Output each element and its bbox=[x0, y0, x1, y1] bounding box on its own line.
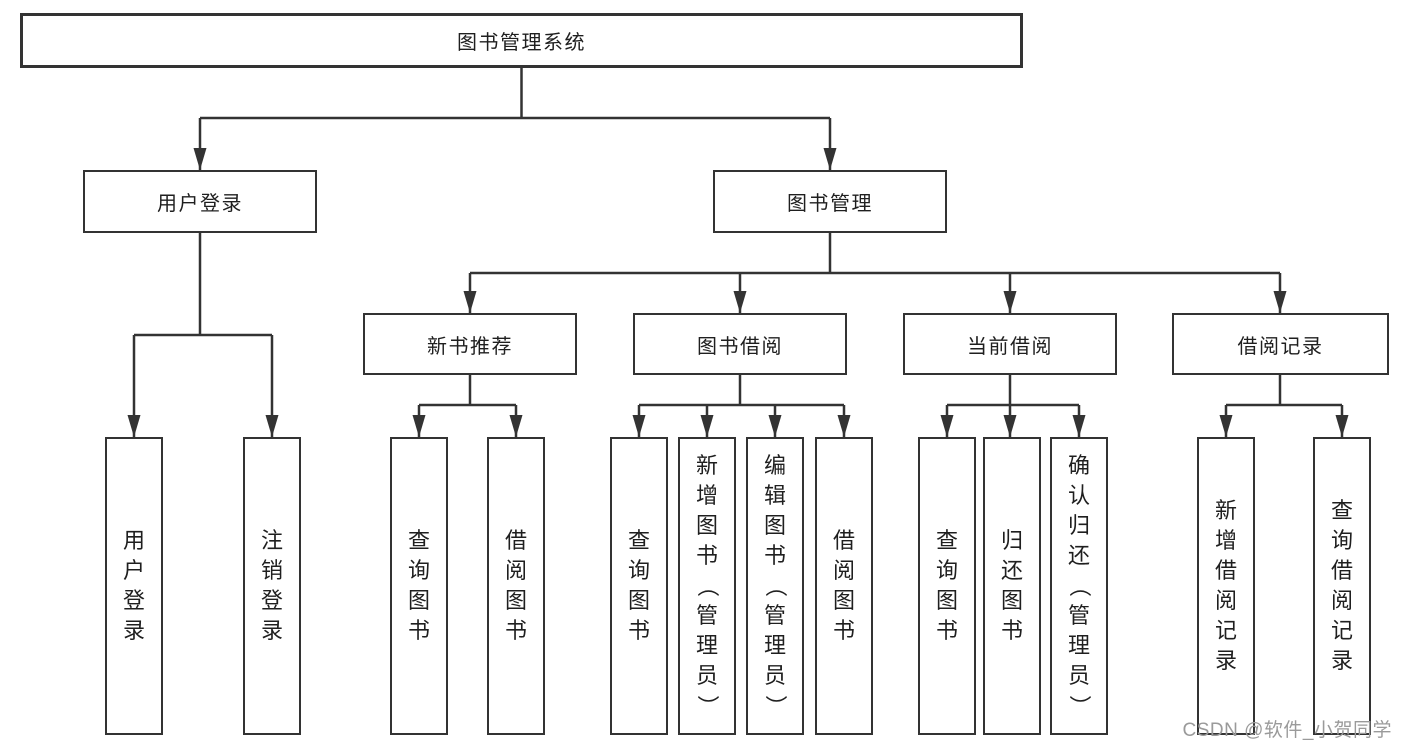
node-label: 新书推荐 bbox=[427, 335, 513, 358]
node-label: 借阅记录 bbox=[1237, 335, 1324, 358]
leaf-records-query-record: 查询借阅记录 bbox=[1313, 437, 1371, 735]
connector-currentborrow-to-leaves bbox=[940, 375, 1086, 437]
node-label: 新增图书（管理员） bbox=[695, 453, 720, 717]
node-label: 确认归还（管理员） bbox=[1067, 453, 1092, 717]
node-user-login: 用户登录 bbox=[83, 170, 317, 233]
watermark: CSDN @软件_小贺同学 bbox=[1182, 720, 1392, 741]
leaf-borrow-edit-books-admin: 编辑图书（管理员） bbox=[746, 437, 804, 735]
connector-bookborrow-to-leaves bbox=[632, 375, 851, 437]
leaf-borrow-add-books-admin: 新增图书（管理员） bbox=[678, 437, 736, 735]
leaf-newbook-query-books: 查询图书 bbox=[390, 437, 448, 735]
leaf-records-add-record: 新增借阅记录 bbox=[1197, 437, 1255, 735]
node-label: 查询借阅记录 bbox=[1330, 498, 1353, 673]
node-label: 图书管理 bbox=[787, 193, 873, 215]
node-label: 查询图书 bbox=[627, 528, 650, 643]
node-label: 用户登录 bbox=[122, 528, 145, 643]
leaf-borrow-query-books: 查询图书 bbox=[610, 437, 668, 735]
leaf-user-login: 用户登录 bbox=[105, 437, 163, 735]
leaf-borrow-borrow-books: 借阅图书 bbox=[815, 437, 873, 735]
node-book-borrowing: 图书借阅 bbox=[633, 313, 847, 375]
node-new-book-recommendation: 新书推荐 bbox=[363, 313, 577, 375]
node-label: 图书借阅 bbox=[697, 335, 783, 358]
node-label: 图书管理系统 bbox=[457, 32, 586, 54]
node-label: 归还图书 bbox=[1000, 528, 1023, 643]
leaf-current-confirm-return-admin: 确认归还（管理员） bbox=[1050, 437, 1108, 735]
node-label: 借阅图书 bbox=[504, 528, 527, 643]
connector-records-to-leaves bbox=[1219, 375, 1349, 437]
node-label: 注销登录 bbox=[260, 528, 283, 643]
node-borrowing-records: 借阅记录 bbox=[1172, 313, 1389, 375]
node-label: 借阅图书 bbox=[832, 528, 855, 643]
node-label: 用户登录 bbox=[157, 193, 243, 215]
connector-newbook-to-leaves bbox=[412, 375, 523, 437]
node-label: 新增借阅记录 bbox=[1214, 498, 1237, 673]
connector-root-to-level2 bbox=[193, 68, 837, 170]
leaf-current-query-books: 查询图书 bbox=[918, 437, 976, 735]
node-label: 查询图书 bbox=[407, 528, 430, 643]
node-label: 当前借阅 bbox=[967, 335, 1053, 358]
connector-bookmgmt-to-level3 bbox=[463, 233, 1287, 313]
leaf-current-return-books: 归还图书 bbox=[983, 437, 1041, 735]
connector-userlogin-to-leaves bbox=[127, 233, 279, 437]
node-label: 编辑图书（管理员） bbox=[763, 453, 788, 717]
node-label: 查询图书 bbox=[935, 528, 958, 643]
node-root-library-system: 图书管理系统 bbox=[20, 13, 1023, 68]
leaf-logout: 注销登录 bbox=[243, 437, 301, 735]
leaf-newbook-borrow-books: 借阅图书 bbox=[487, 437, 545, 735]
node-book-management: 图书管理 bbox=[713, 170, 947, 233]
node-current-borrowing: 当前借阅 bbox=[903, 313, 1117, 375]
